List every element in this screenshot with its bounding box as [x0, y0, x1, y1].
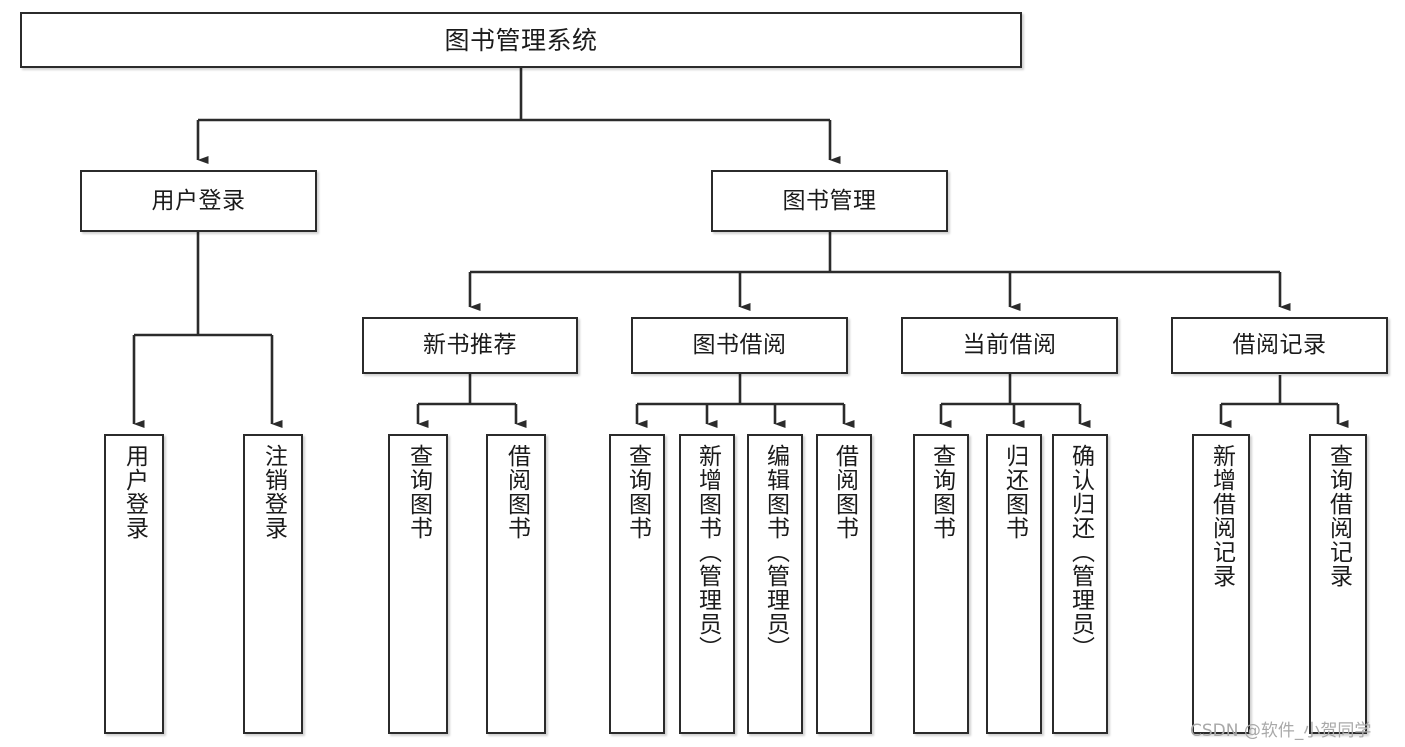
node-leaf-query-book-borrow[interactable]: 查询图书 — [609, 434, 665, 734]
node-leaf-query-book-cur-label: 查询图书 — [928, 444, 955, 540]
node-borrow-record-label: 借阅记录 — [1232, 332, 1327, 359]
node-leaf-query-book-cur[interactable]: 查询图书 — [913, 434, 969, 734]
node-root-label: 图书管理系统 — [444, 25, 598, 55]
node-leaf-query-book-rec-label: 查询图书 — [405, 444, 432, 540]
node-leaf-add-book-admin[interactable]: 新增图书（管理员） — [679, 434, 735, 734]
node-leaf-return-book-label: 归还图书 — [1001, 444, 1028, 540]
node-leaf-borrow-book[interactable]: 借阅图书 — [816, 434, 872, 734]
node-leaf-add-borrow-record-label: 新增借阅记录 — [1208, 444, 1235, 588]
node-leaf-confirm-return-admin-label: 确认归还（管理员） — [1067, 444, 1094, 660]
node-borrow-record[interactable]: 借阅记录 — [1171, 317, 1388, 374]
node-root[interactable]: 图书管理系统 — [20, 12, 1022, 68]
node-leaf-query-borrow-record-label: 查询借阅记录 — [1325, 444, 1352, 588]
node-current-borrow[interactable]: 当前借阅 — [901, 317, 1118, 374]
node-user-login-label: 用户登录 — [151, 187, 246, 214]
node-new-book-recommend[interactable]: 新书推荐 — [362, 317, 578, 374]
node-leaf-query-borrow-record[interactable]: 查询借阅记录 — [1309, 434, 1367, 734]
node-new-book-recommend-label: 新书推荐 — [423, 332, 517, 359]
node-leaf-user-logout[interactable]: 注销登录 — [243, 434, 303, 734]
node-user-login[interactable]: 用户登录 — [80, 170, 317, 232]
node-leaf-borrow-book-rec-label: 借阅图书 — [503, 444, 530, 540]
node-leaf-edit-book-admin[interactable]: 编辑图书（管理员） — [747, 434, 803, 734]
node-current-borrow-label: 当前借阅 — [962, 332, 1057, 359]
node-book-management-label: 图书管理 — [782, 187, 877, 214]
node-book-management[interactable]: 图书管理 — [711, 170, 948, 232]
node-leaf-borrow-book-rec[interactable]: 借阅图书 — [486, 434, 546, 734]
node-leaf-add-book-admin-label: 新增图书（管理员） — [694, 444, 721, 660]
node-leaf-add-borrow-record[interactable]: 新增借阅记录 — [1192, 434, 1250, 734]
node-book-borrow[interactable]: 图书借阅 — [631, 317, 848, 374]
node-leaf-user-login-label: 用户登录 — [121, 444, 148, 540]
node-book-borrow-label: 图书借阅 — [692, 332, 787, 359]
node-leaf-query-book-rec[interactable]: 查询图书 — [388, 434, 448, 734]
node-leaf-edit-book-admin-label: 编辑图书（管理员） — [762, 444, 789, 660]
node-leaf-borrow-book-label: 借阅图书 — [831, 444, 858, 540]
node-leaf-return-book[interactable]: 归还图书 — [986, 434, 1042, 734]
csdn-watermark: CSDN @软件_小贺同学 — [1190, 721, 1372, 741]
node-leaf-user-logout-label: 注销登录 — [260, 444, 287, 540]
node-leaf-confirm-return-admin[interactable]: 确认归还（管理员） — [1052, 434, 1108, 734]
node-leaf-query-book-borrow-label: 查询图书 — [624, 444, 651, 540]
node-leaf-user-login[interactable]: 用户登录 — [104, 434, 164, 734]
